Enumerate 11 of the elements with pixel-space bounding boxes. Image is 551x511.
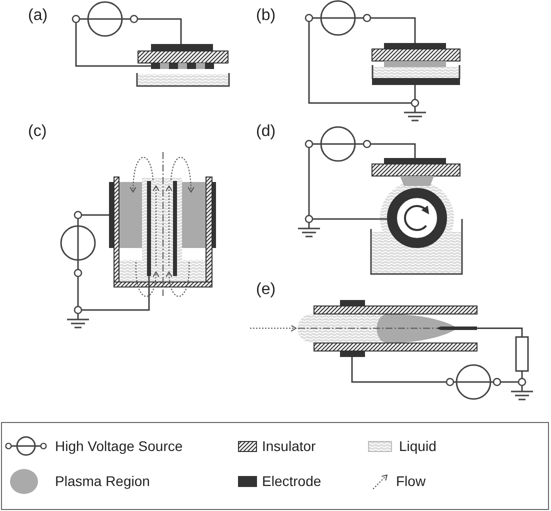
legend-label: Liquid: [399, 438, 436, 454]
panel-label: (a): [28, 7, 48, 25]
legend-label: Electrode: [262, 473, 322, 489]
legend-label: High Voltage Source: [55, 438, 183, 454]
panel-label: (c): [28, 123, 47, 141]
panel-label: (d): [256, 123, 276, 141]
legend-label: Plasma Region: [55, 473, 150, 489]
legend-label: Insulator: [262, 438, 316, 454]
panel-label: (e): [256, 281, 276, 299]
legend-label: Flow: [396, 473, 426, 489]
panel-label: (b): [256, 7, 276, 25]
